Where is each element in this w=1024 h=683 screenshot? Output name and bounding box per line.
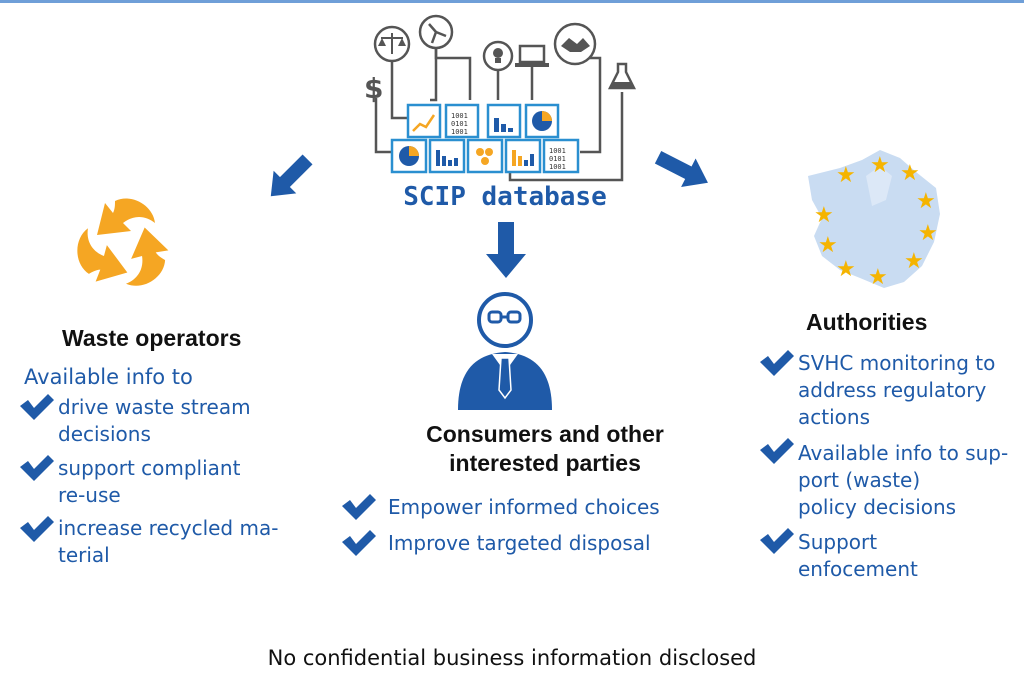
arrows	[270, 151, 708, 278]
arrow-down	[486, 222, 526, 278]
svg-text:1001: 1001	[451, 112, 468, 120]
svg-text:★: ★	[870, 153, 890, 178]
waste-item-3-line2: terial	[58, 543, 110, 567]
svg-text:0101: 0101	[549, 155, 566, 163]
dollar-icon: $	[364, 72, 383, 105]
check-icon	[20, 516, 54, 542]
consumers-item-1: Empower informed choices	[388, 495, 660, 519]
waste-item-1-line1: drive waste stream	[58, 395, 251, 419]
svg-text:★: ★	[868, 265, 888, 290]
check-icon	[760, 528, 794, 554]
consumer-person-icon	[458, 292, 552, 410]
footer-note: No confidential business information dis…	[267, 646, 757, 670]
consumers-heading-line1: Consumers and other	[426, 421, 664, 447]
svg-text:★: ★	[900, 161, 920, 186]
check-icon	[342, 494, 376, 520]
svg-text:★: ★	[918, 221, 938, 246]
waste-intro: Available info to	[24, 365, 193, 389]
check-icon	[20, 455, 54, 481]
top-border	[0, 0, 1024, 3]
authorities-item-2-line1: Available info to sup-	[798, 441, 1009, 465]
authorities-item-3: Support enfocement	[798, 529, 918, 583]
svg-text:0101: 0101	[451, 120, 468, 128]
svg-text:1001: 1001	[549, 147, 566, 155]
check-icon	[342, 530, 376, 556]
consumers-heading-line2: interested parties	[449, 450, 641, 476]
handshake-icon	[553, 22, 597, 66]
waste-item-2: support compliant re-use	[58, 455, 240, 509]
arrow-right	[654, 151, 708, 187]
svg-text:★: ★	[904, 249, 924, 274]
svg-text:★: ★	[814, 203, 834, 228]
waste-item-1-line2: decisions	[58, 422, 151, 446]
compass-icon	[418, 14, 454, 50]
data-tiles: 1001 0101 1001 1001 0101 1001	[390, 103, 580, 174]
checkmarks	[20, 350, 794, 556]
svg-text:★: ★	[836, 257, 856, 282]
authorities-item-2-line3: policy decisions	[798, 495, 957, 519]
lightbulb-icon	[482, 40, 514, 72]
authorities-item-3-line2: enfocement	[798, 557, 918, 581]
svg-text:1001: 1001	[549, 163, 566, 171]
recycle-icon	[77, 198, 169, 286]
waste-operators-heading: Waste operators	[62, 325, 242, 351]
authorities-item-1-line3: actions	[798, 405, 870, 429]
authorities-item-2-line2: port (waste)	[798, 468, 921, 492]
consumers-item-2: Improve targeted disposal	[388, 531, 651, 555]
authorities-item-2: Available info to sup- port (waste) poli…	[798, 440, 1008, 521]
scales-icon	[373, 25, 411, 63]
scip-database-title: SCIP database	[403, 182, 607, 212]
laptop-icon	[515, 44, 549, 67]
waste-item-2-line2: re-use	[58, 483, 121, 507]
svg-text:★: ★	[836, 163, 856, 188]
waste-item-3: increase recycled ma- terial	[58, 515, 278, 569]
svg-text:★: ★	[818, 233, 838, 258]
authorities-item-3-line1: Support	[798, 530, 878, 554]
authorities-item-1-line2: address regulatory	[798, 378, 987, 402]
arrow-left	[270, 154, 313, 197]
europe-map-icon: ★ ★ ★ ★ ★ ★ ★ ★ ★ ★	[808, 150, 940, 290]
waste-item-3-line1: increase recycled ma-	[58, 516, 279, 540]
waste-item-2-line1: support compliant	[58, 456, 241, 480]
check-icon	[760, 438, 794, 464]
check-icon	[20, 394, 54, 420]
svg-text:$: $	[364, 72, 383, 105]
svg-text:★: ★	[916, 189, 936, 214]
flask-icon	[607, 62, 637, 90]
check-icon	[760, 350, 794, 376]
svg-text:1001: 1001	[451, 128, 468, 136]
authorities-item-1: SVHC monitoring to address regulatory ac…	[798, 350, 995, 431]
authorities-heading: Authorities	[806, 309, 928, 335]
waste-item-1: drive waste stream decisions	[58, 394, 251, 448]
authorities-item-1-line1: SVHC monitoring to	[798, 351, 996, 375]
consumers-heading: Consumers and other interested parties	[400, 420, 690, 478]
